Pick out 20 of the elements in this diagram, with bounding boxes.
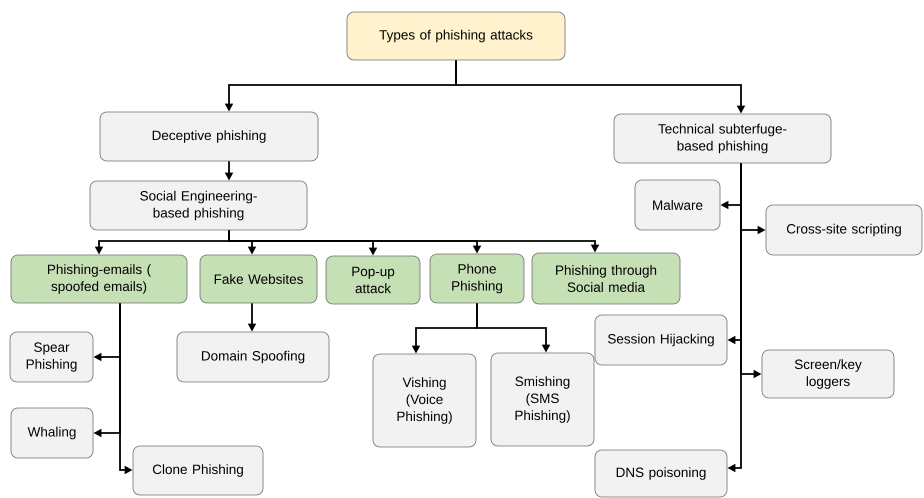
category-box: Smishing (SMS Phishing) bbox=[490, 352, 594, 446]
category-box: Screen/key loggers bbox=[762, 350, 894, 398]
category-box: Session Hijacking bbox=[594, 314, 728, 366]
category-box: Fake Websites bbox=[200, 254, 318, 304]
category-box: Cross-site scripting bbox=[766, 204, 922, 256]
category-box: Whaling bbox=[10, 408, 94, 458]
category-box: Pop-up attack bbox=[326, 256, 420, 304]
category-box: DNS poisoning bbox=[594, 450, 728, 498]
category-box: Technical subterfuge-based phishing bbox=[614, 114, 832, 164]
category-box: Phishing-emails ( spoofed emails) bbox=[10, 254, 188, 304]
category-box: Social Engineering-based phishing bbox=[90, 180, 308, 230]
category-box: Deceptive phishing bbox=[100, 112, 318, 162]
category-box: Phishing through Social media bbox=[532, 252, 680, 304]
category-box: Phone Phishing bbox=[430, 254, 524, 304]
category-box: Domain Spoofing bbox=[176, 332, 330, 382]
title-box: Types of phishing attacks bbox=[346, 12, 566, 60]
category-box: Malware bbox=[634, 180, 720, 230]
category-box: Clone Phishing bbox=[132, 446, 264, 496]
category-box: Vishing (Voice Phishing) bbox=[372, 354, 476, 448]
category-box: Spear Phishing bbox=[10, 332, 94, 382]
